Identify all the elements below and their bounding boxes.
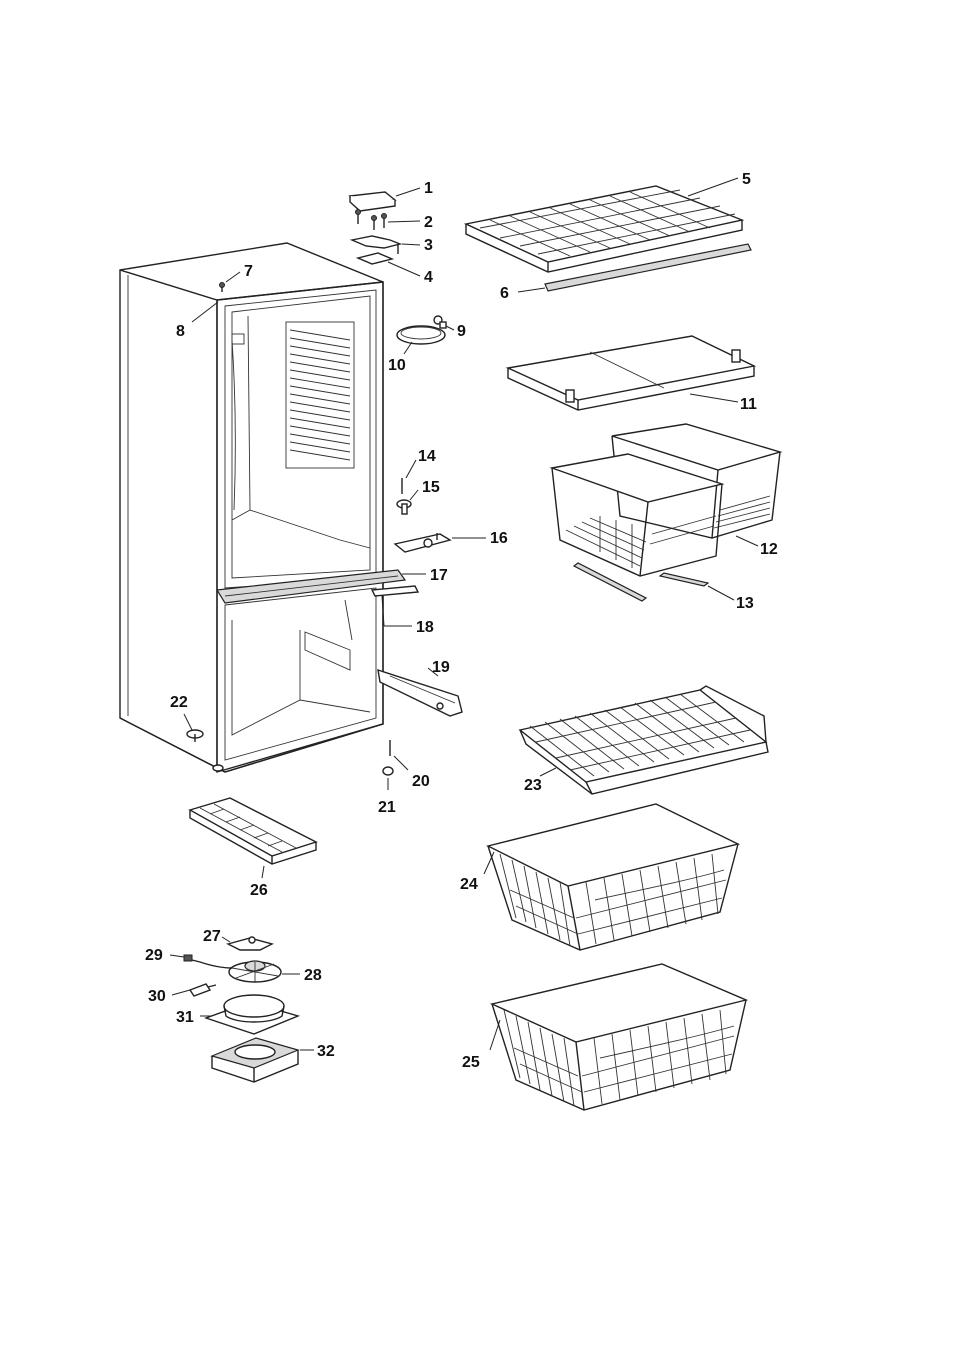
- callout-18: 18: [416, 619, 434, 636]
- refrigerator-cabinet: [119, 242, 407, 773]
- callout-7: 7: [244, 263, 253, 280]
- callout-22: 22: [170, 694, 188, 711]
- part-3-bracket: [349, 235, 403, 254]
- part-29-wire-harness: [183, 954, 233, 969]
- callout-25: 25: [462, 1054, 480, 1071]
- callout-2: 2: [424, 214, 433, 231]
- part-13-crisper-rails: [572, 562, 710, 602]
- callout-10: 10: [388, 357, 406, 374]
- callout-16: 16: [490, 530, 508, 547]
- callout-15: 15: [422, 479, 440, 496]
- part-18-bracket: [370, 585, 420, 597]
- callout-6: 6: [500, 285, 509, 302]
- callout-32: 32: [317, 1043, 335, 1060]
- callout-31: 31: [176, 1009, 194, 1026]
- part-5-glass-shelf: [463, 185, 745, 273]
- part-30-connector: [188, 983, 217, 997]
- callout-5: 5: [742, 171, 751, 188]
- part-31-fan-shroud: [203, 994, 301, 1035]
- part-21-bushing: [382, 766, 394, 776]
- callout-1: 1: [424, 180, 433, 197]
- callout-28: 28: [304, 967, 322, 984]
- part-10-light-cover: [396, 325, 446, 345]
- callout-21: 21: [378, 799, 396, 816]
- callout-27: 27: [203, 928, 221, 945]
- callout-12: 12: [760, 541, 778, 558]
- callout-13: 13: [736, 595, 754, 612]
- part-15-bushing: [396, 499, 412, 515]
- part-25-freezer-basket: [489, 963, 749, 1111]
- part-16-hinge: [393, 533, 452, 553]
- callout-11: 11: [740, 396, 757, 413]
- callout-14: 14: [418, 448, 436, 465]
- part-24-freezer-basket: [485, 803, 741, 951]
- part-26-ice-tray: [188, 797, 318, 865]
- callout-20: 20: [412, 773, 430, 790]
- part-6-shelf-trim: [544, 243, 752, 292]
- part-9-lamp: [433, 315, 447, 329]
- callout-4: 4: [424, 269, 433, 286]
- part-19-lower-hinge: [377, 668, 463, 717]
- callout-9: 9: [457, 323, 466, 340]
- part-4-plate: [355, 252, 395, 265]
- callout-26: 26: [250, 882, 268, 899]
- callout-3: 3: [424, 237, 433, 254]
- evaporator-fins: [285, 321, 355, 469]
- callout-30: 30: [148, 988, 166, 1005]
- callout-29: 29: [145, 947, 163, 964]
- part-23-wire-shelf: [518, 685, 769, 795]
- part-12-crisper-drawers: [549, 423, 783, 577]
- part-22-leveling-foot: [186, 729, 204, 742]
- callout-17: 17: [430, 567, 448, 584]
- callout-19: 19: [432, 659, 450, 676]
- part-28-fan-motor: [228, 960, 282, 983]
- part-2-screws: [355, 209, 387, 230]
- part-11-crisper-cover: [505, 335, 757, 411]
- leader-lines: [169, 177, 759, 1051]
- callout-23: 23: [524, 777, 542, 794]
- part-27-fan-bracket: [226, 936, 274, 951]
- part-1-lamp-cover: [348, 191, 397, 212]
- part-32-foam-insulation: [210, 1037, 300, 1083]
- callout-24: 24: [460, 876, 478, 893]
- callout-8: 8: [176, 323, 185, 340]
- part-7-screw: [219, 282, 225, 292]
- callout-labels: 1 2 3 4 5 6 7 8 9 10 11 12 13 14 15 16 1…: [145, 171, 778, 1071]
